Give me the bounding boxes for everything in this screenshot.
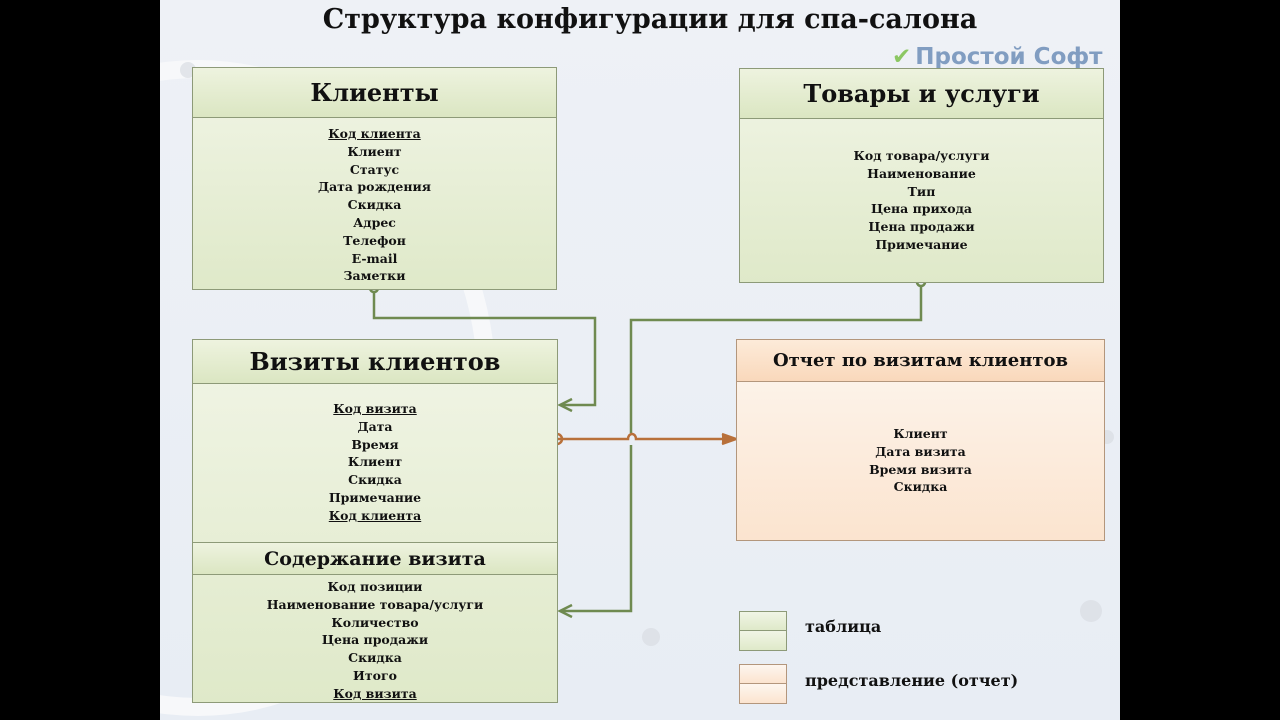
field-item: Время визита [869,461,972,477]
field-item: Цена продажи [868,219,975,235]
field-item: Код клиента [328,126,421,141]
checkmark-icon: ✔ [892,44,912,70]
decor-dot [642,628,660,646]
field-item: Код позиции [327,579,423,594]
field-item: Скидка [348,472,402,488]
field-item: Примечание [875,236,968,252]
arrow-goods-content [557,603,573,619]
field-item: Заметки [343,268,406,284]
field-item: Дата [357,418,393,434]
arrow-visits-report [721,432,740,446]
field-item: Тип [907,183,936,199]
view-title: Отчет по визитам клиентов [737,340,1104,382]
legend-view-label: представление (отчет) [805,671,1019,690]
logo: ✔Простой Софт [892,44,1103,70]
field-item: Наименование товара/услуги [266,596,484,612]
field-item: Клиент [347,454,403,470]
field-item: Примечание [328,489,422,505]
field-item: Итого [353,667,397,683]
field-item: Количество [331,614,419,630]
link-visits-report [557,432,734,441]
field-item: Скидка [347,197,402,213]
field-item: Статус [349,161,400,177]
table-title: Клиенты [193,68,556,118]
link-clients-visits [372,293,597,407]
arrow-clients-visits [557,397,573,413]
connectors [368,276,927,619]
field-item: Код визита [333,401,417,416]
link-goods-content [560,287,923,613]
legend-view-swatch [739,664,787,704]
legend-table-swatch [739,611,787,651]
field-item: Дата визита [875,443,966,459]
table-title: Товары и услуги [740,69,1103,119]
field-item: Время [351,436,399,452]
field-item: Наименование [867,165,976,181]
page-title: Структура конфигурации для спа-салона [322,4,978,35]
slide: Структура конфигурации для спа-салона ✔П… [160,0,1120,720]
table-title: Визиты клиентов [193,340,557,384]
field-item: Код товара/услуги [853,148,990,163]
field-item: Адрес [353,214,396,230]
field-item: Клиент [347,143,402,159]
field-item: Скидка [348,650,402,666]
field-item: Цена прихода [870,201,972,217]
logo-text: Простой Софт [915,44,1103,70]
field-item: E-mail [351,250,398,266]
decor-dot [1080,600,1102,622]
visits-connector-hop [556,432,564,446]
field-item: Цена продажи [321,632,429,648]
field-item: Телефон [343,232,406,248]
field-item: Клиент [893,426,948,441]
legend-table-label: таблица [805,617,882,636]
field-item: Код визита [333,685,417,701]
field-item: Скидка [893,479,948,495]
field-item: Дата рождения [317,179,432,195]
field-item: Код клиента [328,507,422,523]
subtable-title: Содержание визита [193,542,557,575]
